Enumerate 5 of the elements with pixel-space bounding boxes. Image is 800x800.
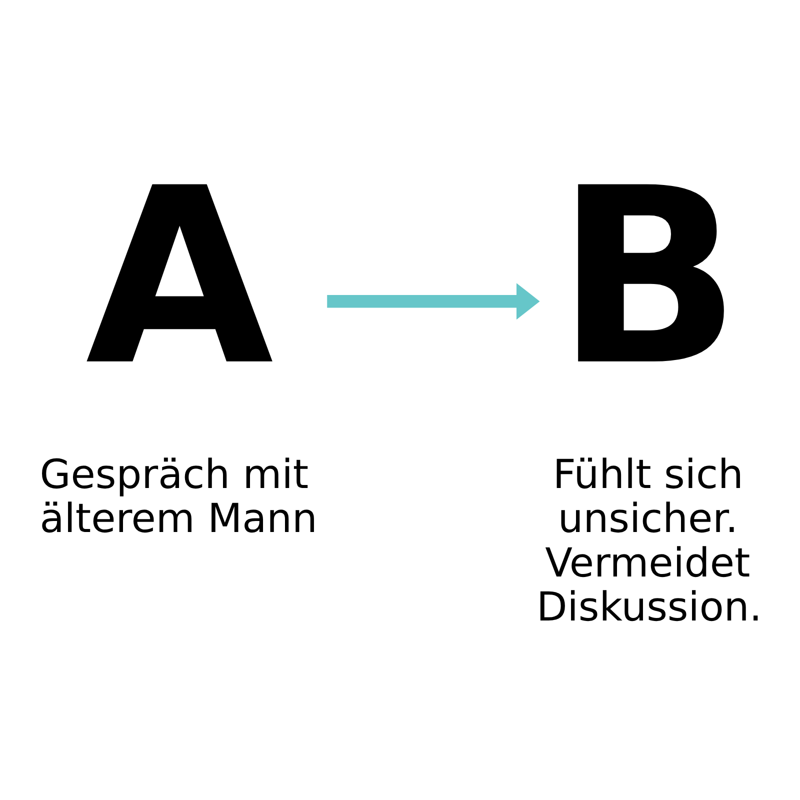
node-label: Gespräch mit älterem Mann	[40, 452, 318, 542]
arrow	[327, 283, 540, 320]
node-label: Fühlt sich unsicher. Vermeidet Diskussion.	[536, 452, 762, 631]
node-text: B	[556, 136, 742, 420]
node-text: A	[86, 136, 274, 420]
